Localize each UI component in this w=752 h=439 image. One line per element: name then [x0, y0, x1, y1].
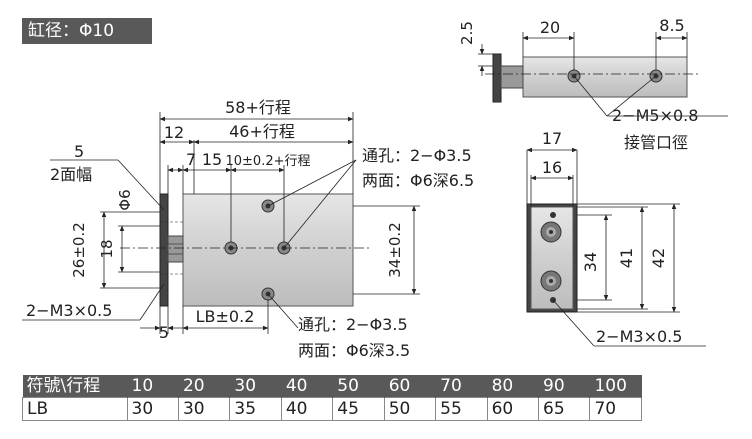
dim-18: 18 [98, 239, 116, 258]
table-header-cell: 30 [229, 375, 282, 398]
lb-label: LB±0.2 [196, 307, 255, 326]
table-cell: 65 [537, 397, 591, 421]
table-cell: 30 [177, 397, 231, 421]
table-header-cell: 60 [384, 375, 437, 398]
table-header-cell: 10 [127, 375, 179, 398]
dim-26: 26±0.2 [70, 222, 88, 278]
table-row: LB 30 30 35 40 45 50 55 60 65 70 [22, 397, 642, 421]
table-cell: LB [22, 397, 128, 421]
flat-width: 2面幅 [50, 165, 92, 184]
side-view: 17 16 34 41 42 2−M3×0.5 [526, 129, 706, 347]
dim-7: 7 [186, 150, 196, 169]
dim-41: 41 [617, 248, 636, 268]
phi6-label: Φ6 [116, 189, 134, 210]
hole-top-line2: 两面：Φ6深6.5 [362, 171, 474, 190]
table-cell: 35 [229, 397, 282, 421]
table-cell: 50 [383, 397, 437, 421]
dim-15: 15 [202, 150, 222, 169]
dim-total-length: 58+行程 [225, 98, 291, 117]
hole-bottom-line1: 通孔：2−Φ3.5 [298, 315, 408, 334]
dim-5-top: 5 [74, 142, 84, 161]
table-cell: 40 [280, 397, 334, 421]
top-port-note: 接管口徑 [624, 133, 688, 152]
top-dim-offset: 8.5 [659, 16, 684, 35]
bore-title: 缸径：Φ10 [22, 18, 152, 44]
dim-34-side: 34 [581, 252, 600, 272]
cylinder-drawing: 2.5 20 8.5 2−M5×0.8 接管口徑 58+行 [22, 16, 728, 360]
table-cell: 55 [435, 397, 488, 421]
front-view: 58+行程 12 46+行程 7 15 10±0.2+行程 5 2面幅 Φ6 2… [22, 98, 474, 360]
front-rod [167, 235, 184, 263]
top-plate [492, 53, 502, 103]
dim-tolerance: 10±0.2+行程 [225, 154, 310, 169]
top-view: 2.5 20 8.5 2−M5×0.8 接管口徑 [458, 16, 728, 152]
front-end-plate [159, 193, 169, 307]
hole-top-line1: 通孔：2−Φ3.5 [362, 146, 472, 165]
table-header-cell: 100 [589, 375, 642, 398]
table-header-cell: 80 [487, 375, 540, 398]
table-header-cell: 符號\行程 [22, 375, 128, 398]
table-cell: 30 [126, 397, 179, 421]
dim-12: 12 [164, 123, 184, 142]
dim-16: 16 [542, 158, 562, 177]
table-header-cell: 40 [281, 375, 334, 398]
table-header-row: 符號\行程 10 20 30 40 50 60 70 80 90 100 [22, 375, 642, 398]
dim-34-front: 34±0.2 [386, 222, 404, 278]
dim-body-length: 46+行程 [229, 122, 295, 141]
dim-17: 17 [542, 129, 562, 148]
lb-stroke-table: 符號\行程 10 20 30 40 50 60 70 80 90 100 LB … [22, 375, 642, 421]
top-dim-height: 2.5 [458, 21, 476, 45]
hole-bottom-line2: 两面：Φ6深3.5 [298, 341, 410, 360]
table-header-cell: 50 [332, 375, 385, 398]
side-thread: 2−M3×0.5 [596, 327, 682, 346]
table-header-cell: 70 [435, 375, 488, 398]
top-rod [500, 65, 524, 89]
table-cell: 70 [589, 397, 642, 421]
top-port-label: 2−M5×0.8 [612, 106, 698, 125]
thread-left: 2−M3×0.5 [26, 301, 112, 320]
dim-42: 42 [649, 248, 668, 268]
table-cell: 45 [332, 397, 385, 421]
dim-5-bottom: 5 [159, 323, 169, 342]
table-cell: 60 [486, 397, 540, 421]
front-body [182, 193, 354, 307]
table-header-cell: 90 [538, 375, 591, 398]
table-header-cell: 20 [178, 375, 231, 398]
top-dim-width: 20 [540, 18, 560, 37]
